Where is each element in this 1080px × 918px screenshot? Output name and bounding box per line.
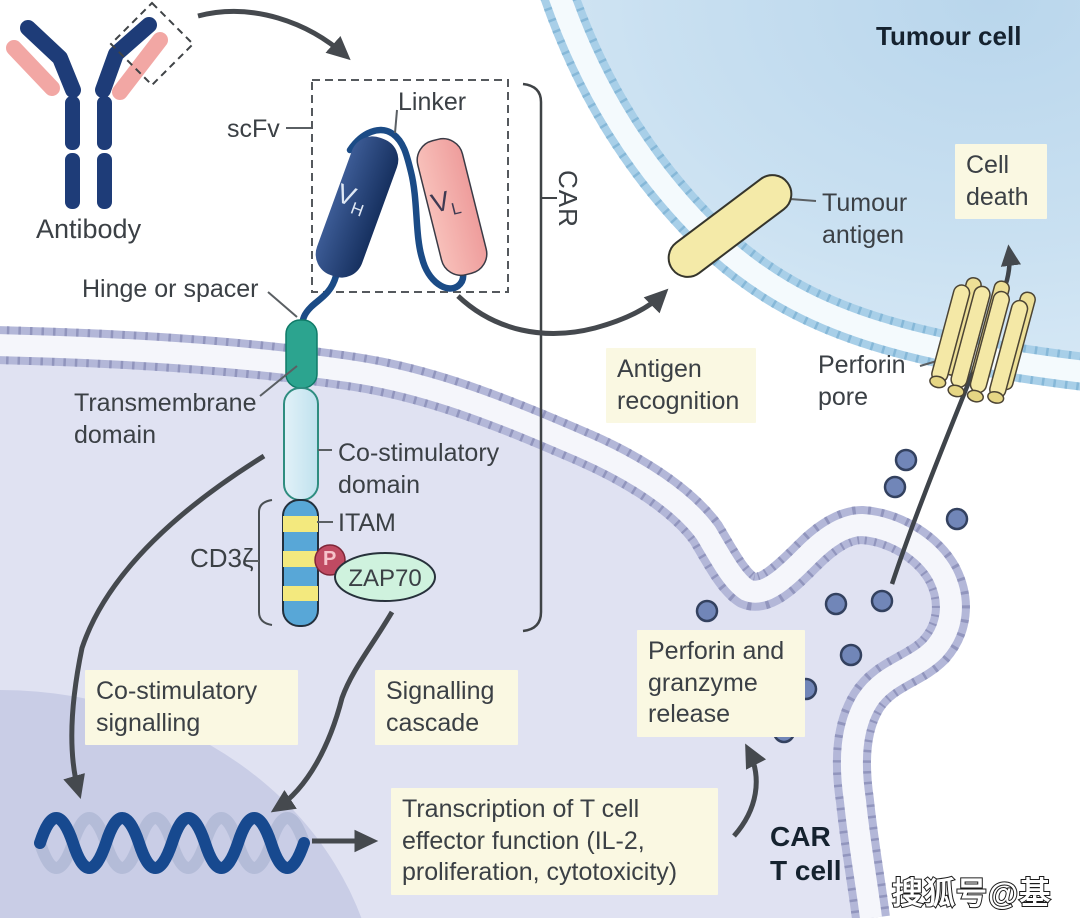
antibody-fv-dashed-box <box>109 1 195 87</box>
zap70-molecule <box>334 552 436 602</box>
linker-label: Linker <box>398 88 467 116</box>
antigen-recognition-label: Antigen recognition <box>606 348 756 423</box>
scfv-dashed-box <box>311 79 509 293</box>
antibody-to-scfv-arrow <box>197 8 351 61</box>
car-receptor <box>258 319 436 627</box>
vl-domain <box>416 137 488 277</box>
car-t-cell-body <box>0 326 970 918</box>
car-t-cell-label: CAR T cell <box>770 821 842 886</box>
antibody-icon <box>6 1 195 209</box>
dna-helix <box>34 812 310 874</box>
antibody-label: Antibody <box>36 214 142 244</box>
car-bracket-label: CAR <box>552 170 583 228</box>
perforin-pore <box>929 276 1036 404</box>
signalling-cascade-arrow <box>270 610 395 813</box>
cell-death-label: Cell death <box>955 144 1047 219</box>
phosphate-icon <box>314 544 346 576</box>
perforin-pore-label: Perforin pore <box>818 351 906 411</box>
watermark: 搜狐号@基因狐 <box>891 875 1052 912</box>
costim-domain-label: Co-stimulatory domain <box>338 439 500 499</box>
costim-signalling-label: Co-stimulatory signalling <box>85 670 298 745</box>
signalling-cascade-label: Signalling cascade <box>375 670 518 745</box>
hinge-strand <box>299 272 340 329</box>
cd3zeta-label: CD3ζ <box>190 543 254 573</box>
cd3zeta-domain <box>282 499 319 627</box>
transcription-label: Transcription of T cell effector functio… <box>391 788 718 895</box>
itam-label: ITAM <box>338 509 396 537</box>
vh-domain <box>315 136 399 278</box>
car-bracket <box>522 82 557 633</box>
perforin-granzyme-label: Perforin and granzyme release <box>637 630 805 737</box>
tumour-antigen <box>667 174 793 278</box>
costimulatory-domain <box>283 387 319 501</box>
costim-signalling-arrow <box>63 453 266 800</box>
phosphate-label: P <box>323 548 337 570</box>
granzyme-release-arrow <box>732 743 767 838</box>
nucleus <box>0 690 380 918</box>
transmembrane-label: Transmembrane domain <box>74 389 257 449</box>
flow-arrows <box>63 8 767 853</box>
hinge-domain <box>285 319 318 389</box>
scfv-module <box>299 79 509 329</box>
hinge-label: Hinge or spacer <box>82 275 259 303</box>
car-t-cell-membrane <box>0 326 970 918</box>
antigen-recognition-arrow <box>456 288 669 336</box>
scfv-label: scFv <box>227 115 280 143</box>
tumour-antigen-label: Tumour antigen <box>822 189 908 249</box>
zap70-label: ZAP70 <box>348 565 422 592</box>
tumour-cell-label: Tumour cell <box>876 21 1022 51</box>
linker-strand <box>346 126 467 292</box>
